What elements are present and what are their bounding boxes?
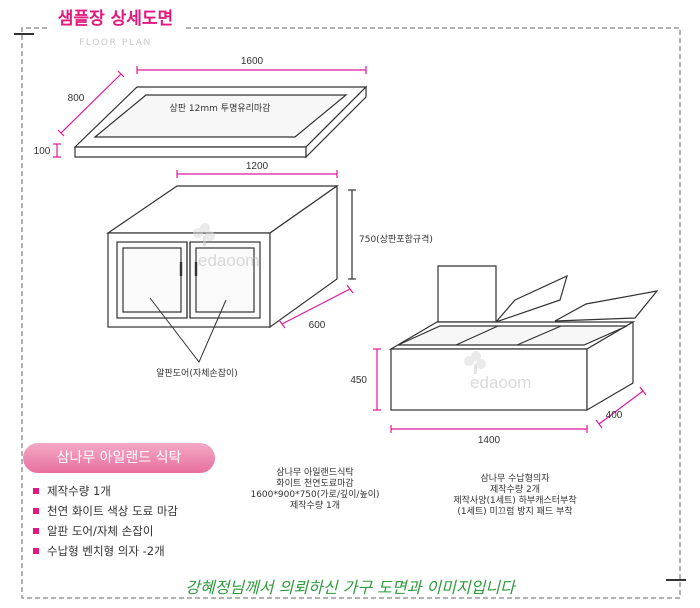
- bench-depth-dim: 400: [606, 410, 623, 421]
- product-name-badge: 삼나무 아일랜드 식탁: [23, 443, 215, 473]
- spec-item: 알판 도어/자체 손잡이: [33, 523, 153, 539]
- spec-text: 알판 도어/자체 손잡이: [47, 524, 154, 538]
- top-depth-dim: 800: [68, 93, 85, 104]
- bench-info-line: (1세트) 미끄럼 방지 패드 부착: [457, 507, 573, 517]
- spec-text: 천연 화이트 색상 도료 마감: [47, 504, 179, 518]
- bench-info-line: 제작수량 2개: [490, 485, 540, 495]
- top-material-label: 상판 12mm 투명유리마감: [170, 102, 271, 114]
- page-frame: [14, 27, 686, 599]
- cabinet-door-label: 알판도어(자체손잡이): [156, 367, 238, 379]
- page-title: 샘플장 상세도면: [57, 9, 174, 29]
- table-info-line: 화이트 천연도료마감: [276, 479, 354, 489]
- spec-text: 제작수량 1개: [47, 484, 111, 498]
- bullet-icon: [33, 527, 39, 534]
- bullet-icon: [33, 487, 39, 494]
- table-info-line: 제작수량 1개: [290, 501, 340, 511]
- cabinet-dimensions: [176, 170, 356, 329]
- cabinet-width-dim: 1200: [246, 161, 269, 172]
- spec-item: 수납형 벤치형 의자 -2개: [33, 543, 165, 559]
- table-info-line: 삼나무 아일랜드식탁: [276, 468, 354, 478]
- spec-item: 천연 화이트 색상 도료 마감: [33, 503, 178, 519]
- watermark-text-bench: edaoom: [470, 373, 531, 392]
- top-panel: [73, 85, 368, 159]
- cabinet-depth-dim: 600: [309, 320, 326, 331]
- watermark-logo-bench: edaoom: [464, 351, 531, 392]
- spec-item: 제작수량 1개: [33, 483, 111, 499]
- table-info-block: 삼나무 아일랜드식탁 화이트 천연도료마감 1600*900*750(가로/깊이…: [240, 468, 390, 512]
- bullet-icon: [33, 547, 39, 554]
- table-info-line: 1600*900*750(가로/깊이/높이): [250, 490, 380, 500]
- cabinet-pointer: [149, 297, 227, 363]
- spec-text: 수납형 벤치형 의자 -2개: [47, 544, 165, 558]
- watermark-logo: edaoom: [193, 223, 259, 270]
- bench-height-dim: 450: [350, 375, 367, 386]
- top-panel-dimensions: [53, 66, 367, 158]
- bench-info-line: 삼나무 수납형의자: [480, 474, 550, 484]
- bullet-icon: [33, 507, 39, 514]
- cabinet: [106, 184, 339, 329]
- top-width-dim: 1600: [241, 56, 264, 67]
- bench-info-block: 삼나무 수납형의자 제작수량 2개 제작사양(1세트) 하부캐스터부착 (1세트…: [425, 474, 605, 518]
- top-thickness-dim: 100: [34, 146, 51, 157]
- watermark-text: edaoom: [198, 251, 259, 270]
- bench-width-dim: 1400: [478, 435, 501, 446]
- page-subtitle: FLOOR PLAN: [79, 38, 152, 48]
- bench-dimensions: [373, 348, 647, 433]
- cabinet-height-dim: 750(상판포함규격): [359, 233, 433, 245]
- storage-bench: [388, 265, 659, 412]
- footer-caption: 강혜정님께서 의뢰하신 가구 도면과 이미지입니다: [185, 578, 515, 597]
- bench-info-line: 제작사양(1세트) 하부캐스터부착: [453, 496, 577, 506]
